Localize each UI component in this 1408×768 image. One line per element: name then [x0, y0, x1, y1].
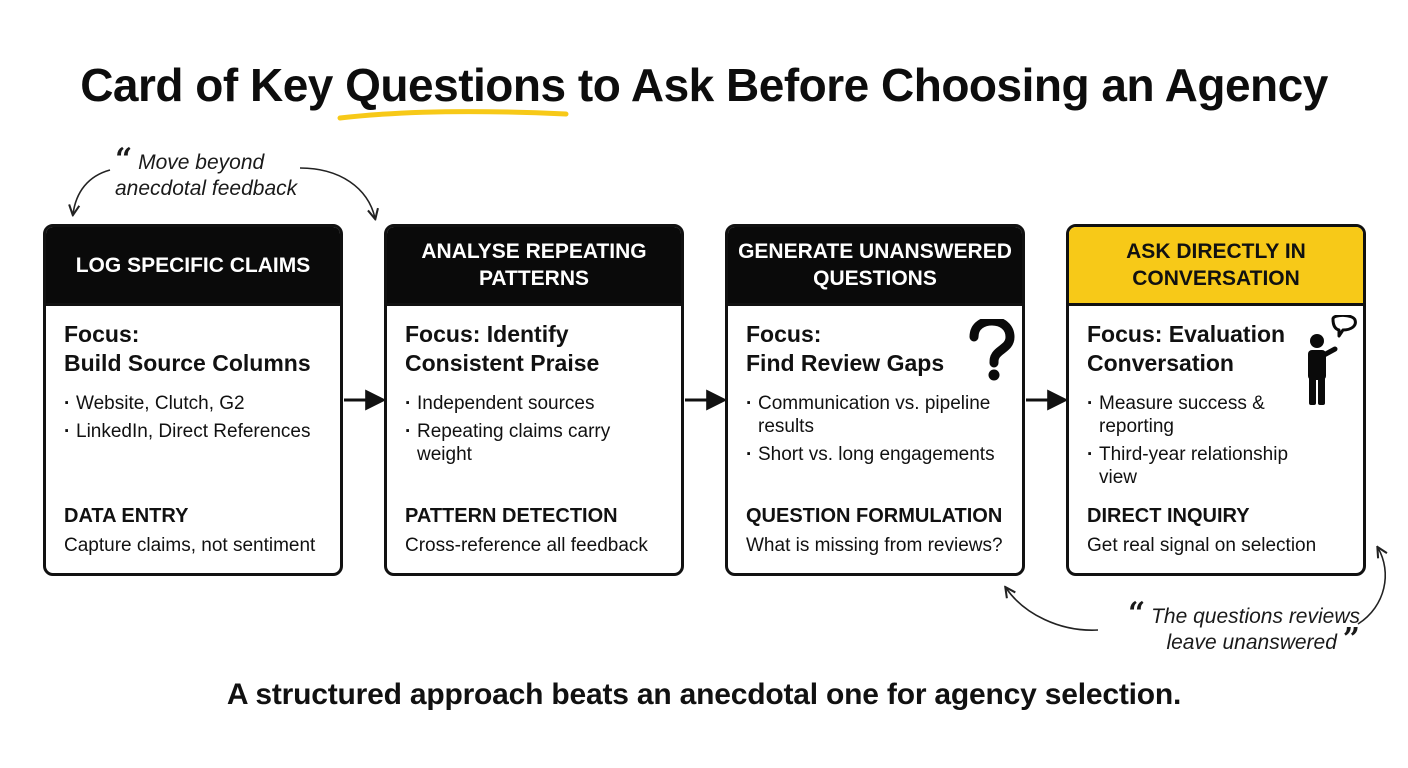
quote-bottom-line1: The questions reviews — [1151, 605, 1360, 628]
card-body: Focus: Build Source Columns Website, Clu… — [46, 306, 340, 443]
quote-close-mark: ” — [1342, 622, 1360, 657]
card-body: Focus: Find Review Gaps Communication vs… — [728, 306, 1022, 466]
card-body: Focus: Evaluation Conversation Measure s… — [1069, 306, 1363, 489]
card-header: GENERATE UNANSWERED QUESTIONS — [728, 227, 1022, 306]
focus-line1: Focus: — [746, 321, 822, 347]
bullet-item: Measure success & reporting — [1087, 392, 1315, 438]
card-focus: Focus: Find Review Gaps — [746, 320, 1004, 378]
title-underline — [337, 109, 569, 121]
bullet-list: Communication vs. pipeline results Short… — [746, 392, 1004, 466]
quote-open-mark: “ — [1127, 596, 1146, 631]
title-highlight: Questions — [345, 59, 566, 111]
card-stage-label: QUESTION FORMULATION — [746, 505, 1003, 527]
card-header: ANALYSE REPEATING PATTERNS — [387, 227, 681, 306]
bullet-item: Independent sources — [405, 392, 663, 415]
focus-line2: Build Source Columns — [64, 350, 311, 376]
footer-summary: A structured approach beats an anecdotal… — [226, 678, 1182, 711]
card-header: LOG SPECIFIC CLAIMS — [46, 227, 340, 306]
quote-questions-reviews: “ The questions reviews leave unanswered… — [1090, 599, 1360, 657]
person-speech-icon — [1308, 315, 1357, 405]
page-title: Card of Key Questions to Ask Before Choo… — [0, 58, 1408, 112]
card-stage-label: PATTERN DETECTION — [405, 505, 618, 527]
focus-line2: Consistent Praise — [405, 350, 600, 376]
card-analyse-repeating-patterns: ANALYSE REPEATING PATTERNS Focus: Identi… — [384, 224, 684, 576]
bullet-item: Short vs. long engagements — [746, 443, 998, 466]
card-stage-note: Get real signal on selection — [1087, 535, 1317, 556]
bullet-list: Measure success & reporting Third-year r… — [1087, 392, 1345, 489]
quote-top-line1: Move beyond — [138, 151, 265, 174]
quote-open-mark: “ — [115, 142, 133, 177]
quote-bottom-line2: leave unanswered — [1166, 631, 1337, 654]
title-prefix: Card of Key — [80, 59, 346, 111]
bullet-item: LinkedIn, Direct References — [64, 420, 322, 443]
bullet-item: Third-year relationship view — [1087, 443, 1315, 489]
curve-arrow-top-left — [73, 169, 111, 214]
focus-line2: Conversation — [1087, 350, 1234, 376]
card-focus: Focus: Build Source Columns — [64, 320, 322, 378]
quote-top-line2: anecdotal feedback — [115, 177, 298, 200]
focus-line1: Focus: Identify — [405, 321, 569, 347]
bullet-list: Independent sources Repeating claims car… — [405, 392, 663, 466]
bullet-list: Website, Clutch, G2 LinkedIn, Direct Ref… — [64, 392, 322, 443]
focus-line1: Focus: Evaluation — [1087, 321, 1286, 347]
card-focus: Focus: Evaluation Conversation — [1087, 320, 1345, 378]
quote-move-beyond: “ Move beyond anecdotal feedback — [115, 145, 355, 202]
question-mark-icon — [969, 319, 1015, 381]
card-generate-unanswered-questions: GENERATE UNANSWERED QUESTIONS Focus: Fin… — [725, 224, 1025, 576]
card-stage-note: Capture claims, not sentiment — [64, 535, 316, 556]
card-stage-label: DATA ENTRY — [64, 505, 189, 527]
curve-arrow-bottom-left — [1006, 588, 1099, 631]
bullet-item: Repeating claims carry weight — [405, 420, 663, 466]
card-log-specific-claims: LOG SPECIFIC CLAIMS Focus: Build Source … — [43, 224, 343, 576]
card-focus: Focus: Identify Consistent Praise — [405, 320, 663, 378]
card-stage-note: Cross-reference all feedback — [405, 535, 648, 556]
bullet-item: Website, Clutch, G2 — [64, 392, 322, 415]
card-stage-note: What is missing from reviews? — [746, 535, 1003, 556]
focus-line2: Find Review Gaps — [746, 350, 945, 376]
focus-line1: Focus: — [64, 321, 140, 347]
title-suffix: to Ask Before Choosing an Agency — [565, 59, 1328, 111]
card-ask-directly: ASK DIRECTLY IN CONVERSATION Focus: Eval… — [1066, 224, 1366, 576]
card-header: ASK DIRECTLY IN CONVERSATION — [1069, 227, 1363, 306]
card-body: Focus: Identify Consistent Praise Indepe… — [387, 306, 681, 466]
card-stage-label: DIRECT INQUIRY — [1087, 505, 1250, 527]
bullet-item: Communication vs. pipeline results — [746, 392, 998, 438]
